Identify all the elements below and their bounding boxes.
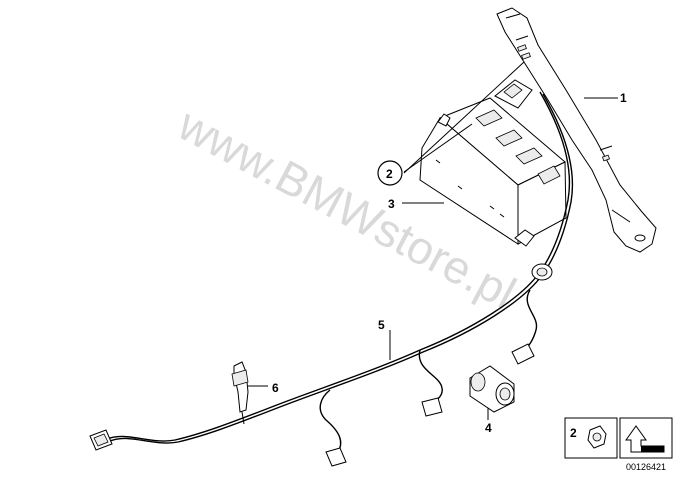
nut-icon (587, 425, 607, 449)
control-unit-part (419, 97, 567, 247)
callout-1: 1 (620, 91, 627, 105)
arrow-icon (625, 425, 665, 453)
cable-holder-part (231, 361, 249, 425)
sensor-part (469, 365, 515, 413)
bracket-part (496, 7, 657, 253)
callout-5: 5 (378, 318, 385, 332)
reference-number: 00126421 (626, 462, 666, 472)
legend-nut-label: 2 (570, 426, 577, 440)
leader-lines (248, 61, 618, 420)
callout-2: 2 (386, 167, 393, 181)
wiring-harness-part (89, 79, 574, 467)
callout-3: 3 (388, 197, 395, 211)
callout-2-circle (377, 160, 403, 186)
callout-4: 4 (485, 421, 492, 435)
legend-box: 2 00126421 (564, 417, 673, 472)
callout-6: 6 (272, 381, 279, 395)
